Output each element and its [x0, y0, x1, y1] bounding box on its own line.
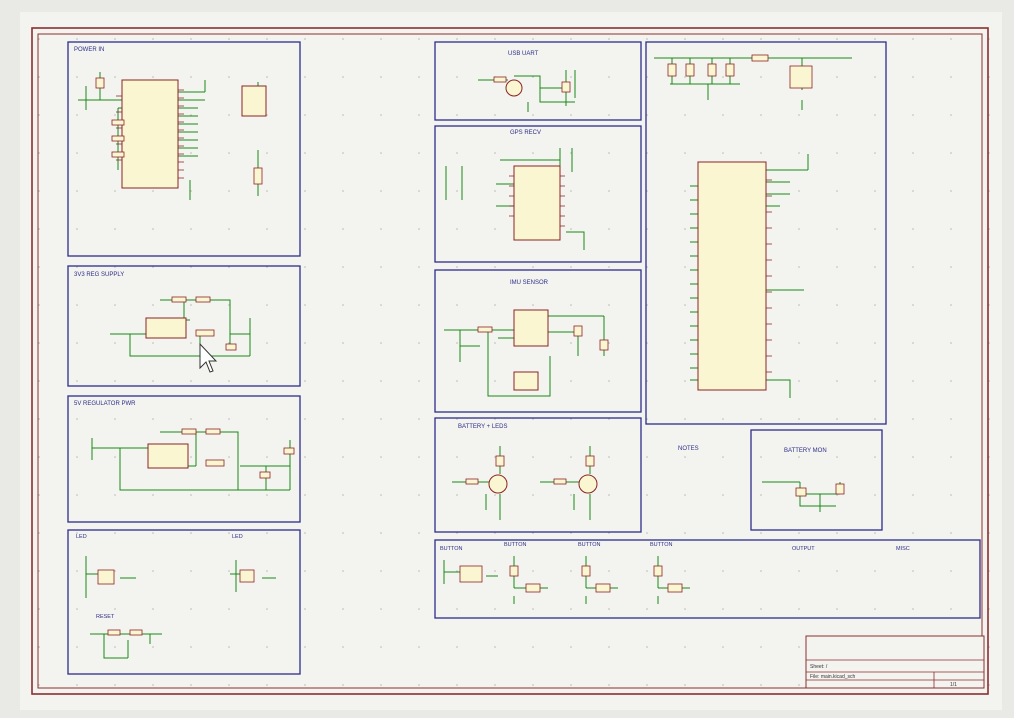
section-label: BUTTON: [440, 546, 463, 552]
block-imu[interactable]: IMU SENSOR: [434, 269, 642, 413]
block-title: 5V REGULATOR PWR: [74, 401, 136, 407]
section-label: BUTTON: [650, 542, 673, 548]
block-title: GPS RECV: [510, 130, 541, 136]
grid-dots: [20, 12, 1002, 710]
main-mcu-chip[interactable]: [697, 161, 767, 391]
file-name: File: main.kicad_sch: [810, 674, 856, 680]
block-led-reset[interactable]: LED LED RESET: [67, 529, 301, 675]
section-label: MISC: [896, 546, 910, 552]
section-label: OUTPUT: [792, 546, 815, 552]
ldo-chip[interactable]: [145, 317, 187, 339]
block-main-mcu[interactable]: [645, 41, 887, 425]
section-label: BUTTON: [578, 542, 601, 548]
free-label: NOTES: [678, 446, 699, 452]
block-power-in[interactable]: POWER IN: [67, 41, 301, 257]
mouse-cursor-icon: [199, 342, 218, 373]
section-label: BUTTON: [504, 542, 527, 548]
block-5v-regulator[interactable]: 5V REGULATOR PWR: [67, 395, 301, 523]
block-title: USB UART: [508, 51, 539, 57]
block-battery-leds[interactable]: BATTERY + LEDS: [434, 417, 642, 533]
block-title: 3V3 REG SUPPLY: [74, 272, 124, 278]
block-title: BATTERY + LEDS: [458, 424, 508, 430]
gps-module[interactable]: [513, 165, 561, 241]
imu-chip[interactable]: [513, 309, 549, 347]
regulator-chip[interactable]: [147, 443, 189, 469]
title-block[interactable]: Sheet: / File: main.kicad_sch 1/1: [805, 635, 985, 689]
led-label: LED: [232, 534, 243, 540]
block-3v3-supply[interactable]: 3V3 REG SUPPLY: [67, 265, 301, 387]
block-gps[interactable]: GPS RECV: [434, 125, 642, 263]
sheet-path: Sheet: /: [810, 664, 828, 670]
sheet-number: 1/1: [950, 682, 957, 688]
block-title: BATTERY MON: [784, 448, 827, 454]
block-title: POWER IN: [74, 47, 104, 53]
block-usb-uart[interactable]: USB UART: [434, 41, 642, 121]
block-battery-monitor[interactable]: BATTERY MON: [750, 429, 883, 531]
sheet-frame: [31, 27, 989, 695]
block-title: IMU SENSOR: [510, 280, 549, 286]
block-buttons[interactable]: BUTTON BUTTON BUTTON BUTTON OUTPUT MISC: [434, 539, 981, 619]
regulator-chip[interactable]: [241, 85, 267, 117]
mcu-chip[interactable]: [121, 79, 179, 189]
reset-label: RESET: [96, 614, 115, 620]
led-label: LED: [76, 534, 87, 540]
